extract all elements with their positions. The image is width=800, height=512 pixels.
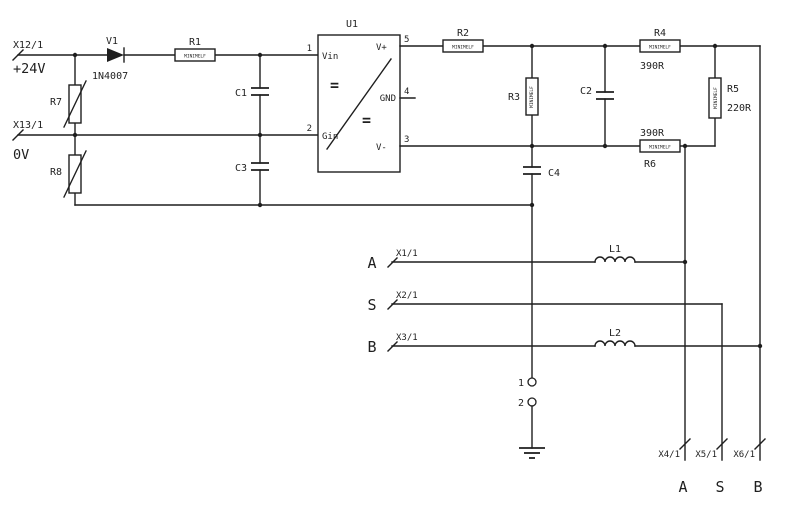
resistor-r2: R2 MINIMELF [442, 28, 484, 53]
resistor-r1: R1 MINIMELF [174, 37, 216, 62]
terminal-label-x2: X2/1 [396, 291, 418, 301]
inductor-l1-symbol [594, 256, 636, 263]
resistor-value: 220R [727, 103, 752, 114]
signal-row-s: S X2/1 [367, 291, 723, 314]
diode-symbol [107, 48, 124, 62]
resistor-ref: R6 [644, 159, 656, 170]
inductor-l2-symbol [594, 340, 636, 347]
net-output-b: X6/1 B [733, 45, 766, 496]
varistor-ref: R7 [50, 97, 62, 108]
net-shield-rail [74, 202, 535, 208]
pin-number-1: 1 [307, 44, 312, 54]
terminal-slash-x4 [679, 438, 691, 450]
pin-label-gin: Gin [322, 132, 338, 142]
net-0v-rail: X13/1 0V [12, 120, 319, 163]
dc-symbol-bottom: = [362, 111, 371, 129]
terminal-label-x13: X13/1 [13, 120, 43, 131]
varistor-ref: R8 [50, 167, 62, 178]
varistor-r7: R7 [50, 54, 87, 136]
pin-number-5: 5 [404, 35, 409, 45]
resistor-r3: R3 MINIMELF [508, 45, 539, 147]
connector-pin-1-label: 1 [518, 378, 524, 389]
output-label-a: A [678, 478, 687, 496]
converter-diagonal [326, 58, 392, 150]
output-label-s: S [715, 478, 724, 496]
signal-label-s: S [367, 296, 376, 314]
pin-number-3: 3 [404, 135, 409, 145]
inductor-ref: L2 [609, 328, 621, 339]
diode-value: 1N4007 [92, 71, 128, 82]
net-plus24v-rail: X12/1 +24V [12, 40, 319, 77]
resistor-package: MINIMELF [649, 45, 671, 51]
varistor-slash [63, 150, 87, 198]
inductor-ref: L1 [609, 244, 621, 255]
dc-symbol-top: = [330, 76, 339, 94]
resistor-ref: R3 [508, 92, 520, 103]
pin-label-vplus: V+ [376, 43, 387, 53]
varistor-slash [63, 80, 87, 128]
pin-label-vin: Vin [322, 52, 338, 62]
resistor-package: MINIMELF [529, 86, 535, 108]
connector-pin-2-label: 2 [518, 398, 524, 409]
pin-label-vminus: V- [376, 143, 387, 153]
signal-label-a: A [367, 254, 376, 272]
capacitor-c4: C4 [523, 145, 560, 206]
resistor-package: MINIMELF [713, 87, 719, 109]
resistor-package: MINIMELF [184, 54, 206, 60]
capacitor-c1: C1 [235, 54, 269, 136]
terminal-slash-x6 [754, 438, 766, 450]
resistor-ref: R5 [727, 84, 739, 95]
resistor-r5: MINIMELF R5 220R [708, 45, 752, 147]
pin-label-gnd: GND [380, 94, 396, 104]
pin-number-4: 4 [404, 87, 409, 97]
resistor-value: 390R [640, 61, 665, 72]
resistor-value: 390R [640, 128, 665, 139]
connector-pin-2 [527, 397, 537, 407]
capacitor-c2: C2 [580, 45, 614, 147]
resistor-ref: R2 [457, 28, 469, 39]
terminal-slash-x13 [12, 129, 24, 141]
connector-pin-1 [527, 377, 537, 387]
output-label-b: B [753, 478, 762, 496]
net-output-a: X4/1 A [658, 145, 691, 496]
converter-ref: U1 [346, 19, 358, 30]
terminal-label-x6: X6/1 [733, 450, 755, 460]
terminal-label-x12: X12/1 [13, 40, 43, 51]
resistor-ref: R4 [654, 28, 666, 39]
capacitor-ref: C2 [580, 86, 592, 97]
varistor-r8: R8 [50, 134, 87, 206]
terminal-slash-x12 [12, 49, 24, 61]
terminal-slash-x5 [716, 438, 728, 450]
signal-label-b: B [367, 338, 376, 356]
net-ground-drop: 1 2 [518, 204, 537, 449]
terminal-label-x4: X4/1 [658, 450, 680, 460]
diode-ref: V1 [106, 36, 118, 47]
pin-number-2: 2 [307, 124, 312, 134]
capacitor-ref: C3 [235, 163, 247, 174]
terminal-label-x3: X3/1 [396, 333, 418, 343]
capacitor-ref: C4 [548, 168, 560, 179]
terminal-label-x5: X5/1 [695, 450, 717, 460]
signal-row-b: B X3/1 L2 [367, 328, 763, 356]
resistor-r6: 390R MINIMELF R6 [639, 128, 681, 170]
signal-row-a: A X1/1 L1 [367, 244, 688, 272]
voltage-label-0v: 0V [13, 147, 29, 163]
voltage-label-plus24: +24V [13, 61, 46, 77]
resistor-ref: R1 [189, 37, 201, 48]
capacitor-ref: C1 [235, 88, 247, 99]
resistor-package: MINIMELF [649, 145, 671, 151]
resistor-package: MINIMELF [452, 45, 474, 51]
earth-ground-icon [519, 447, 545, 459]
converter-u1: U1 Vin Gin = = V+ GND V- 1 2 5 4 3 [307, 19, 416, 173]
net-output-s: X5/1 S [695, 303, 728, 496]
diode-v1: V1 1N4007 [92, 36, 128, 82]
net-vminus-rail [399, 143, 716, 149]
capacitor-c3: C3 [235, 134, 269, 206]
resistor-r4: R4 MINIMELF 390R [639, 28, 681, 72]
terminal-label-x1: X1/1 [396, 249, 418, 259]
